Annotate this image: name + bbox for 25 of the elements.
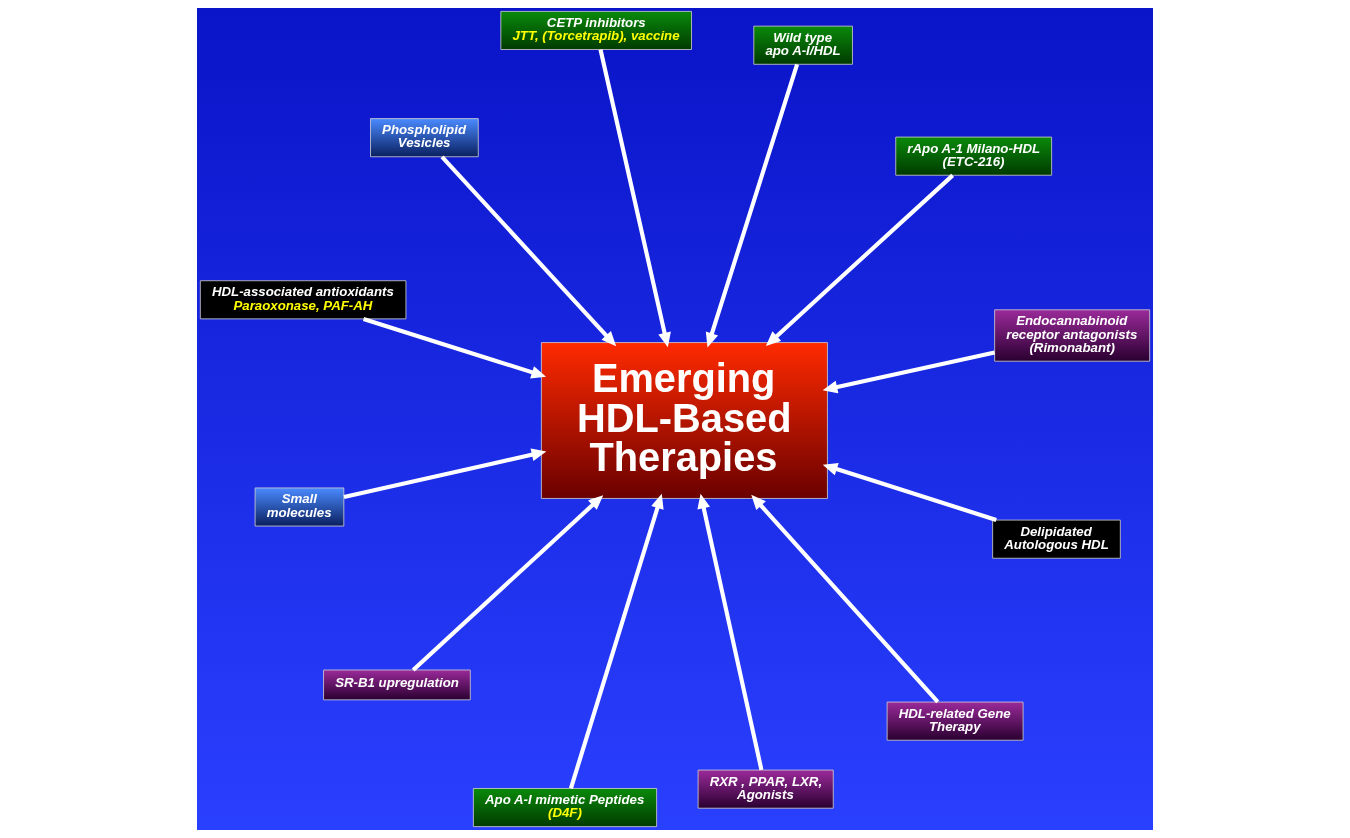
node-box: SR-B1 upregulation: [323, 669, 471, 701]
arrow: [705, 63, 800, 348]
node-box: RXR , PPAR, LXR, Agonists: [697, 769, 834, 809]
arrow: [568, 493, 664, 789]
arrow: [411, 495, 604, 672]
arrow: [822, 462, 997, 522]
node-box: Endocannabinoid receptor antagonists (Rimonabant): [994, 309, 1151, 362]
arrow: [362, 316, 547, 379]
node-box: Phospholipid Vesicles: [370, 118, 479, 158]
arrow: [751, 494, 940, 704]
node-box: HDL-related Gene Therapy: [886, 701, 1024, 741]
arrow: [822, 350, 996, 394]
node-box: Wild type apo A-I/HDL: [753, 25, 853, 65]
arrow: [440, 155, 617, 347]
node-box: HDL-associated antioxidants Paraoxonase, PAF-AH: [199, 280, 407, 320]
node-box: Delipidated Autologous HDL: [992, 519, 1121, 559]
node-box: Apo A-I mimetic Peptides (D4F): [472, 788, 658, 828]
node-box: rApo A-1 Milano-HDL (ETC-216): [895, 136, 1053, 176]
arrow: [765, 173, 955, 347]
node-box: CETP inhibitors JTT, (Torcetrapib), vaccine: [500, 10, 692, 50]
node-box: Emerging HDL-Based Therapies: [540, 342, 828, 499]
arrow: [598, 49, 671, 348]
arrow: [343, 448, 547, 499]
arrow: [697, 493, 764, 771]
node-box: Small molecules: [254, 487, 345, 527]
